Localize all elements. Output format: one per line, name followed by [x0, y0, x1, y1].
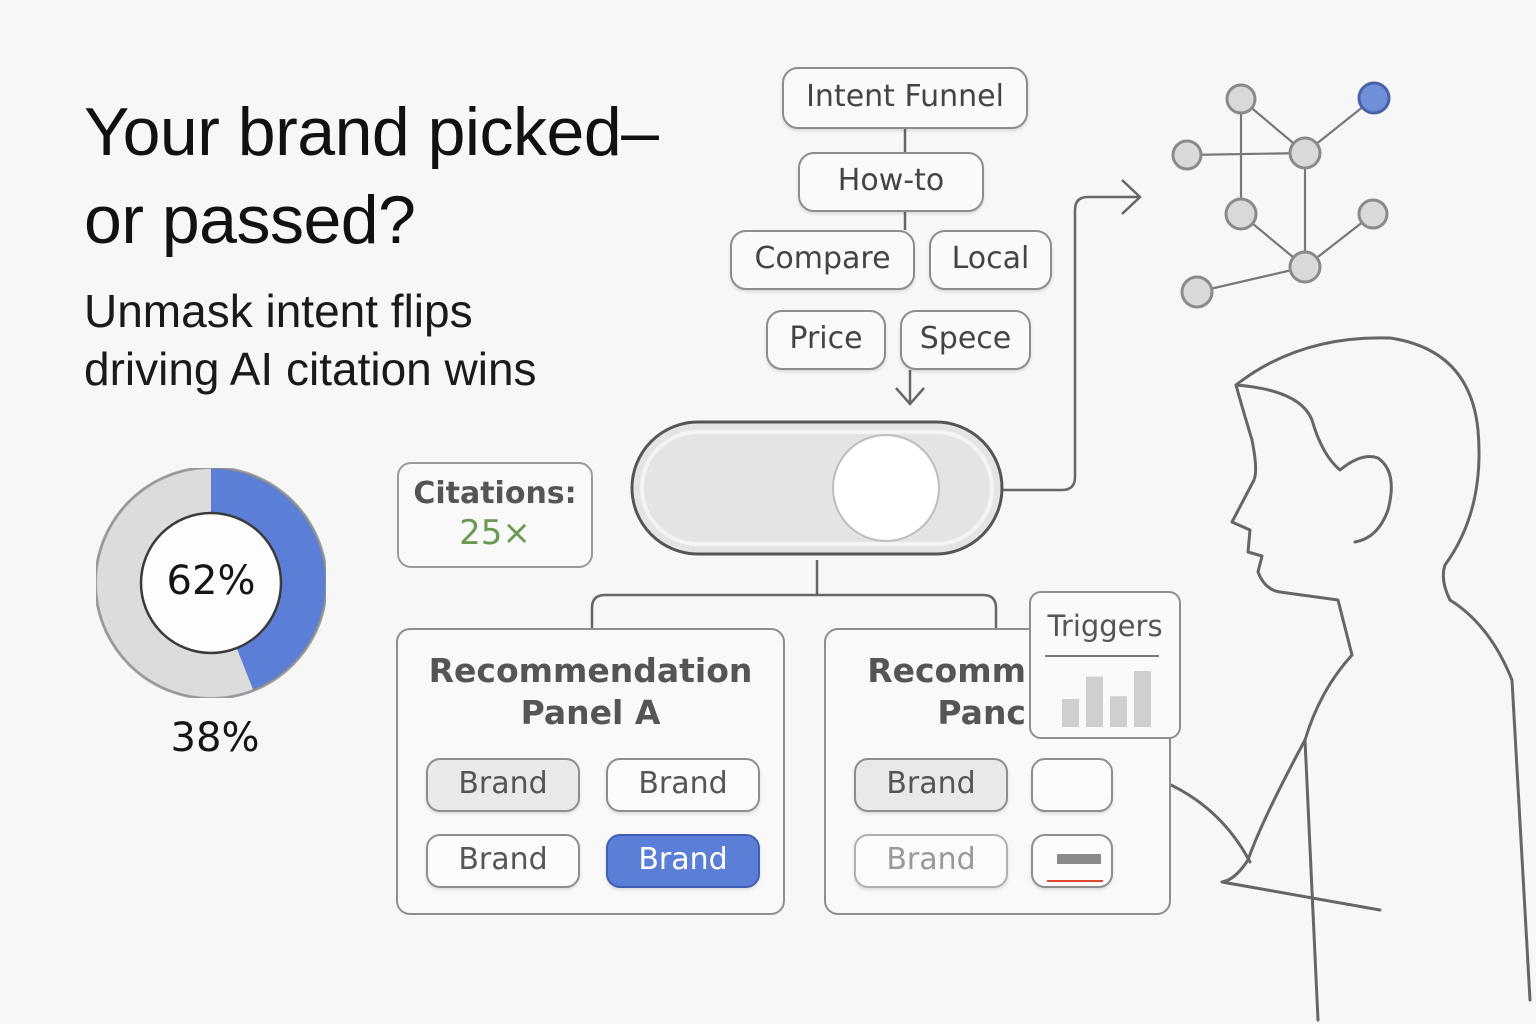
- panel-b-brand-button[interactable]: Brand: [854, 834, 1008, 888]
- headline-line-2: or passed?: [84, 182, 416, 258]
- panel-a-brand-button[interactable]: Brand: [606, 758, 760, 812]
- error-underline: [1047, 880, 1103, 882]
- subheadline-line-2: driving AI citation wins: [84, 343, 537, 395]
- intent-toggle-switch[interactable]: [630, 420, 1004, 556]
- subheadline-line-1: Unmask intent flips: [84, 285, 473, 337]
- funnel-compare-pill[interactable]: Compare: [730, 230, 915, 290]
- panel-b-brand-button[interactable]: Brand: [854, 758, 1008, 812]
- funnel-title-pill[interactable]: Intent Funnel: [782, 67, 1028, 129]
- donut-chart: [96, 468, 326, 698]
- panel-a-title: Recommendation Panel A: [398, 650, 783, 734]
- toggle-knob: [832, 434, 940, 542]
- trigger-bar: [1134, 671, 1151, 727]
- donut-hole: [139, 511, 283, 655]
- bar-chart-icon: [1062, 671, 1151, 727]
- panel-a-title-line-1: Recommendation: [428, 651, 753, 690]
- tree-connector: [590, 593, 998, 628]
- panel-b-brand-button-redacted[interactable]: [1031, 834, 1113, 888]
- headline: Your brand picked– or passed?: [84, 88, 764, 264]
- arrow-down-icon: [895, 387, 925, 406]
- triggers-label: Triggers: [1047, 609, 1163, 643]
- funnel-howto-pill[interactable]: How-to: [798, 152, 984, 212]
- panel-b-title-line-2: Panc: [937, 693, 1026, 732]
- funnel-price-pill[interactable]: Price: [766, 310, 886, 370]
- citations-label: Citations:: [413, 476, 577, 511]
- donut-highlight-segment: [96, 468, 326, 698]
- donut-bottom-label: 38%: [170, 715, 260, 761]
- trigger-bar: [1110, 696, 1127, 727]
- headline-line-1: Your brand picked–: [84, 94, 659, 170]
- funnel-local-pill[interactable]: Local: [929, 230, 1052, 290]
- triggers-card[interactable]: Triggers: [1029, 591, 1181, 739]
- panel-a-title-line-2: Panel A: [520, 693, 661, 732]
- panel-b-title: Recomm Panc: [846, 650, 1026, 734]
- panel-a-brand-button[interactable]: Brand: [426, 834, 580, 888]
- panel-a-brand-button-selected[interactable]: Brand: [606, 834, 760, 888]
- funnel-spece-pill[interactable]: Spece: [900, 310, 1031, 370]
- subheadline: Unmask intent flips driving AI citation …: [84, 282, 644, 398]
- trigger-bar: [1086, 676, 1103, 727]
- recommendation-panel-a: Recommendation Panel A Brand Brand Brand…: [396, 628, 785, 915]
- flow-connector: [1003, 195, 1138, 492]
- citations-card: Citations: 25×: [397, 462, 593, 568]
- network-graph-icon: [1171, 81, 1391, 309]
- donut-center-label: 62%: [166, 558, 256, 604]
- trigger-bar: [1062, 699, 1079, 727]
- panel-b-title-line-1: Recomm: [867, 651, 1026, 690]
- arrow-right-icon: [1121, 179, 1142, 215]
- panel-a-brand-button[interactable]: Brand: [426, 758, 580, 812]
- panel-b-brand-button-blank[interactable]: [1031, 758, 1113, 812]
- redaction-mark: [1057, 854, 1101, 864]
- citations-value: 25×: [459, 513, 531, 553]
- triggers-divider: [1045, 655, 1159, 657]
